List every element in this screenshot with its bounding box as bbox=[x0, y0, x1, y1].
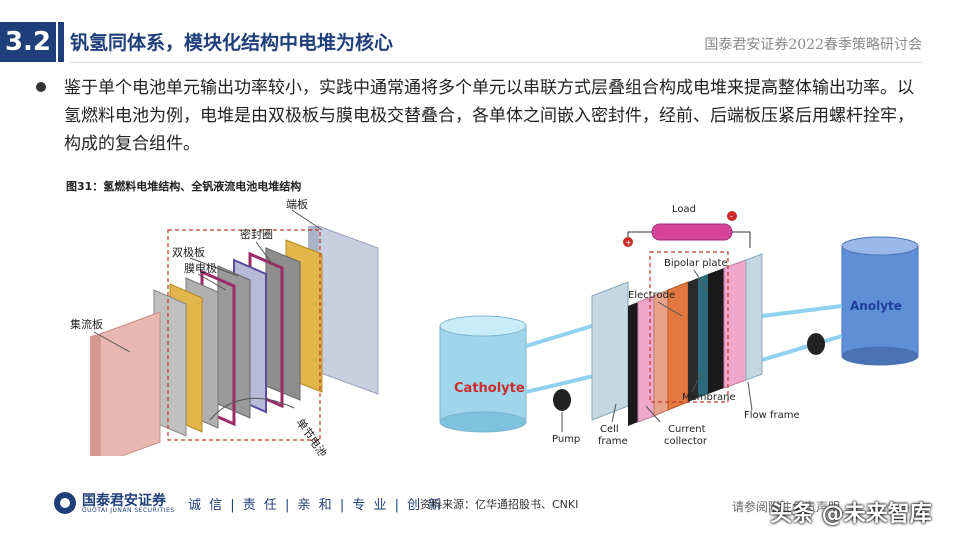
load-resistor bbox=[651, 223, 733, 241]
catholyte-tank: Catholyte bbox=[439, 315, 527, 433]
pump-label: Pump bbox=[552, 434, 580, 445]
pump-left-icon bbox=[553, 389, 571, 411]
plus-terminal-icon bbox=[623, 237, 633, 247]
electrode-label: Electrode bbox=[628, 290, 675, 301]
company-name-en: GUOTAI JUNAN SECURITIES bbox=[82, 507, 175, 514]
bipolar-dashed-box bbox=[649, 251, 729, 403]
minus-terminal-icon bbox=[727, 211, 737, 221]
bullet-text: 鉴于单个电池单元输出功率较小，实践中通常通将多个单元以串联方式层叠组合构成电堆来… bbox=[64, 78, 914, 154]
seal-label: 密封圈 bbox=[240, 227, 273, 241]
cell-frame-label-2: frame bbox=[598, 436, 628, 447]
header-divider bbox=[70, 62, 922, 63]
single-cell-label: 单节电池 bbox=[294, 416, 330, 456]
svg-text:+: + bbox=[625, 238, 632, 247]
slide-footer: 国泰君安证券 GUOTAI JUNAN SECURITIES 诚 信 | 责 任… bbox=[0, 488, 960, 518]
section-number: 3.2 bbox=[0, 22, 56, 62]
slide-title: 钒氢同体系，模块化结构中电堆为核心 bbox=[70, 32, 394, 54]
cell-stack bbox=[591, 253, 763, 426]
company-name: 国泰君安证券 bbox=[82, 493, 166, 509]
bipolar-plate-label: 双极板 bbox=[172, 245, 205, 259]
svg-text:-: - bbox=[730, 212, 733, 221]
company-slogan: 诚 信 | 责 任 | 亲 和 | 专 业 | 创 新 bbox=[188, 498, 444, 513]
collector-plate-shape bbox=[99, 311, 161, 456]
anolyte-label: Anolyte bbox=[850, 299, 902, 313]
company-logo-icon bbox=[54, 492, 76, 514]
single-cell-dashed-box bbox=[167, 229, 321, 441]
data-source: 资料来源：亿华通招股书、CNKI bbox=[420, 498, 579, 511]
cell-frame-label-1: Cell bbox=[600, 424, 619, 435]
current-collector-label-1: Current bbox=[668, 424, 706, 435]
disclaimer-note: 请参阅附注免责声明 bbox=[732, 500, 841, 514]
title-accent-bar bbox=[58, 22, 64, 62]
slide-header: 3.2 钒氢同体系，模块化结构中电堆为核心 国泰君安证券2022春季策略研讨会 bbox=[0, 22, 960, 62]
end-plate-shape bbox=[317, 225, 379, 395]
flow-frame-label: Flow frame bbox=[744, 410, 800, 421]
catholyte-label: Catholyte bbox=[454, 381, 525, 396]
membrane-label: Membrane bbox=[682, 392, 736, 403]
load-label: Load bbox=[672, 204, 696, 215]
bipolar-plate-label: Bipolar plate bbox=[664, 258, 728, 269]
flow-battery-diagram: Catholyte Anolyte Load + - Bip bbox=[439, 204, 919, 447]
end-plate-label: 端板 bbox=[286, 197, 308, 211]
bullet-icon bbox=[36, 82, 46, 92]
collector-label: 集流板 bbox=[70, 317, 103, 331]
mea-label: 膜电极 bbox=[184, 261, 217, 275]
pump-right-icon bbox=[807, 333, 825, 355]
fuel-cell-stack-diagram: 端板 密封圈 双极板 膜电极 集流板 单节电池 bbox=[70, 197, 379, 456]
current-collector-label-2: collector bbox=[664, 436, 708, 447]
event-name: 国泰君安证券2022春季策略研讨会 bbox=[704, 37, 922, 53]
figure-caption: 图31：氢燃料电堆结构、全钒液流电池电堆结构 bbox=[66, 180, 302, 193]
anolyte-tank: Anolyte bbox=[841, 236, 919, 366]
watermark: 头条 @未来智库 bbox=[770, 502, 932, 527]
plate-stack bbox=[153, 239, 323, 437]
